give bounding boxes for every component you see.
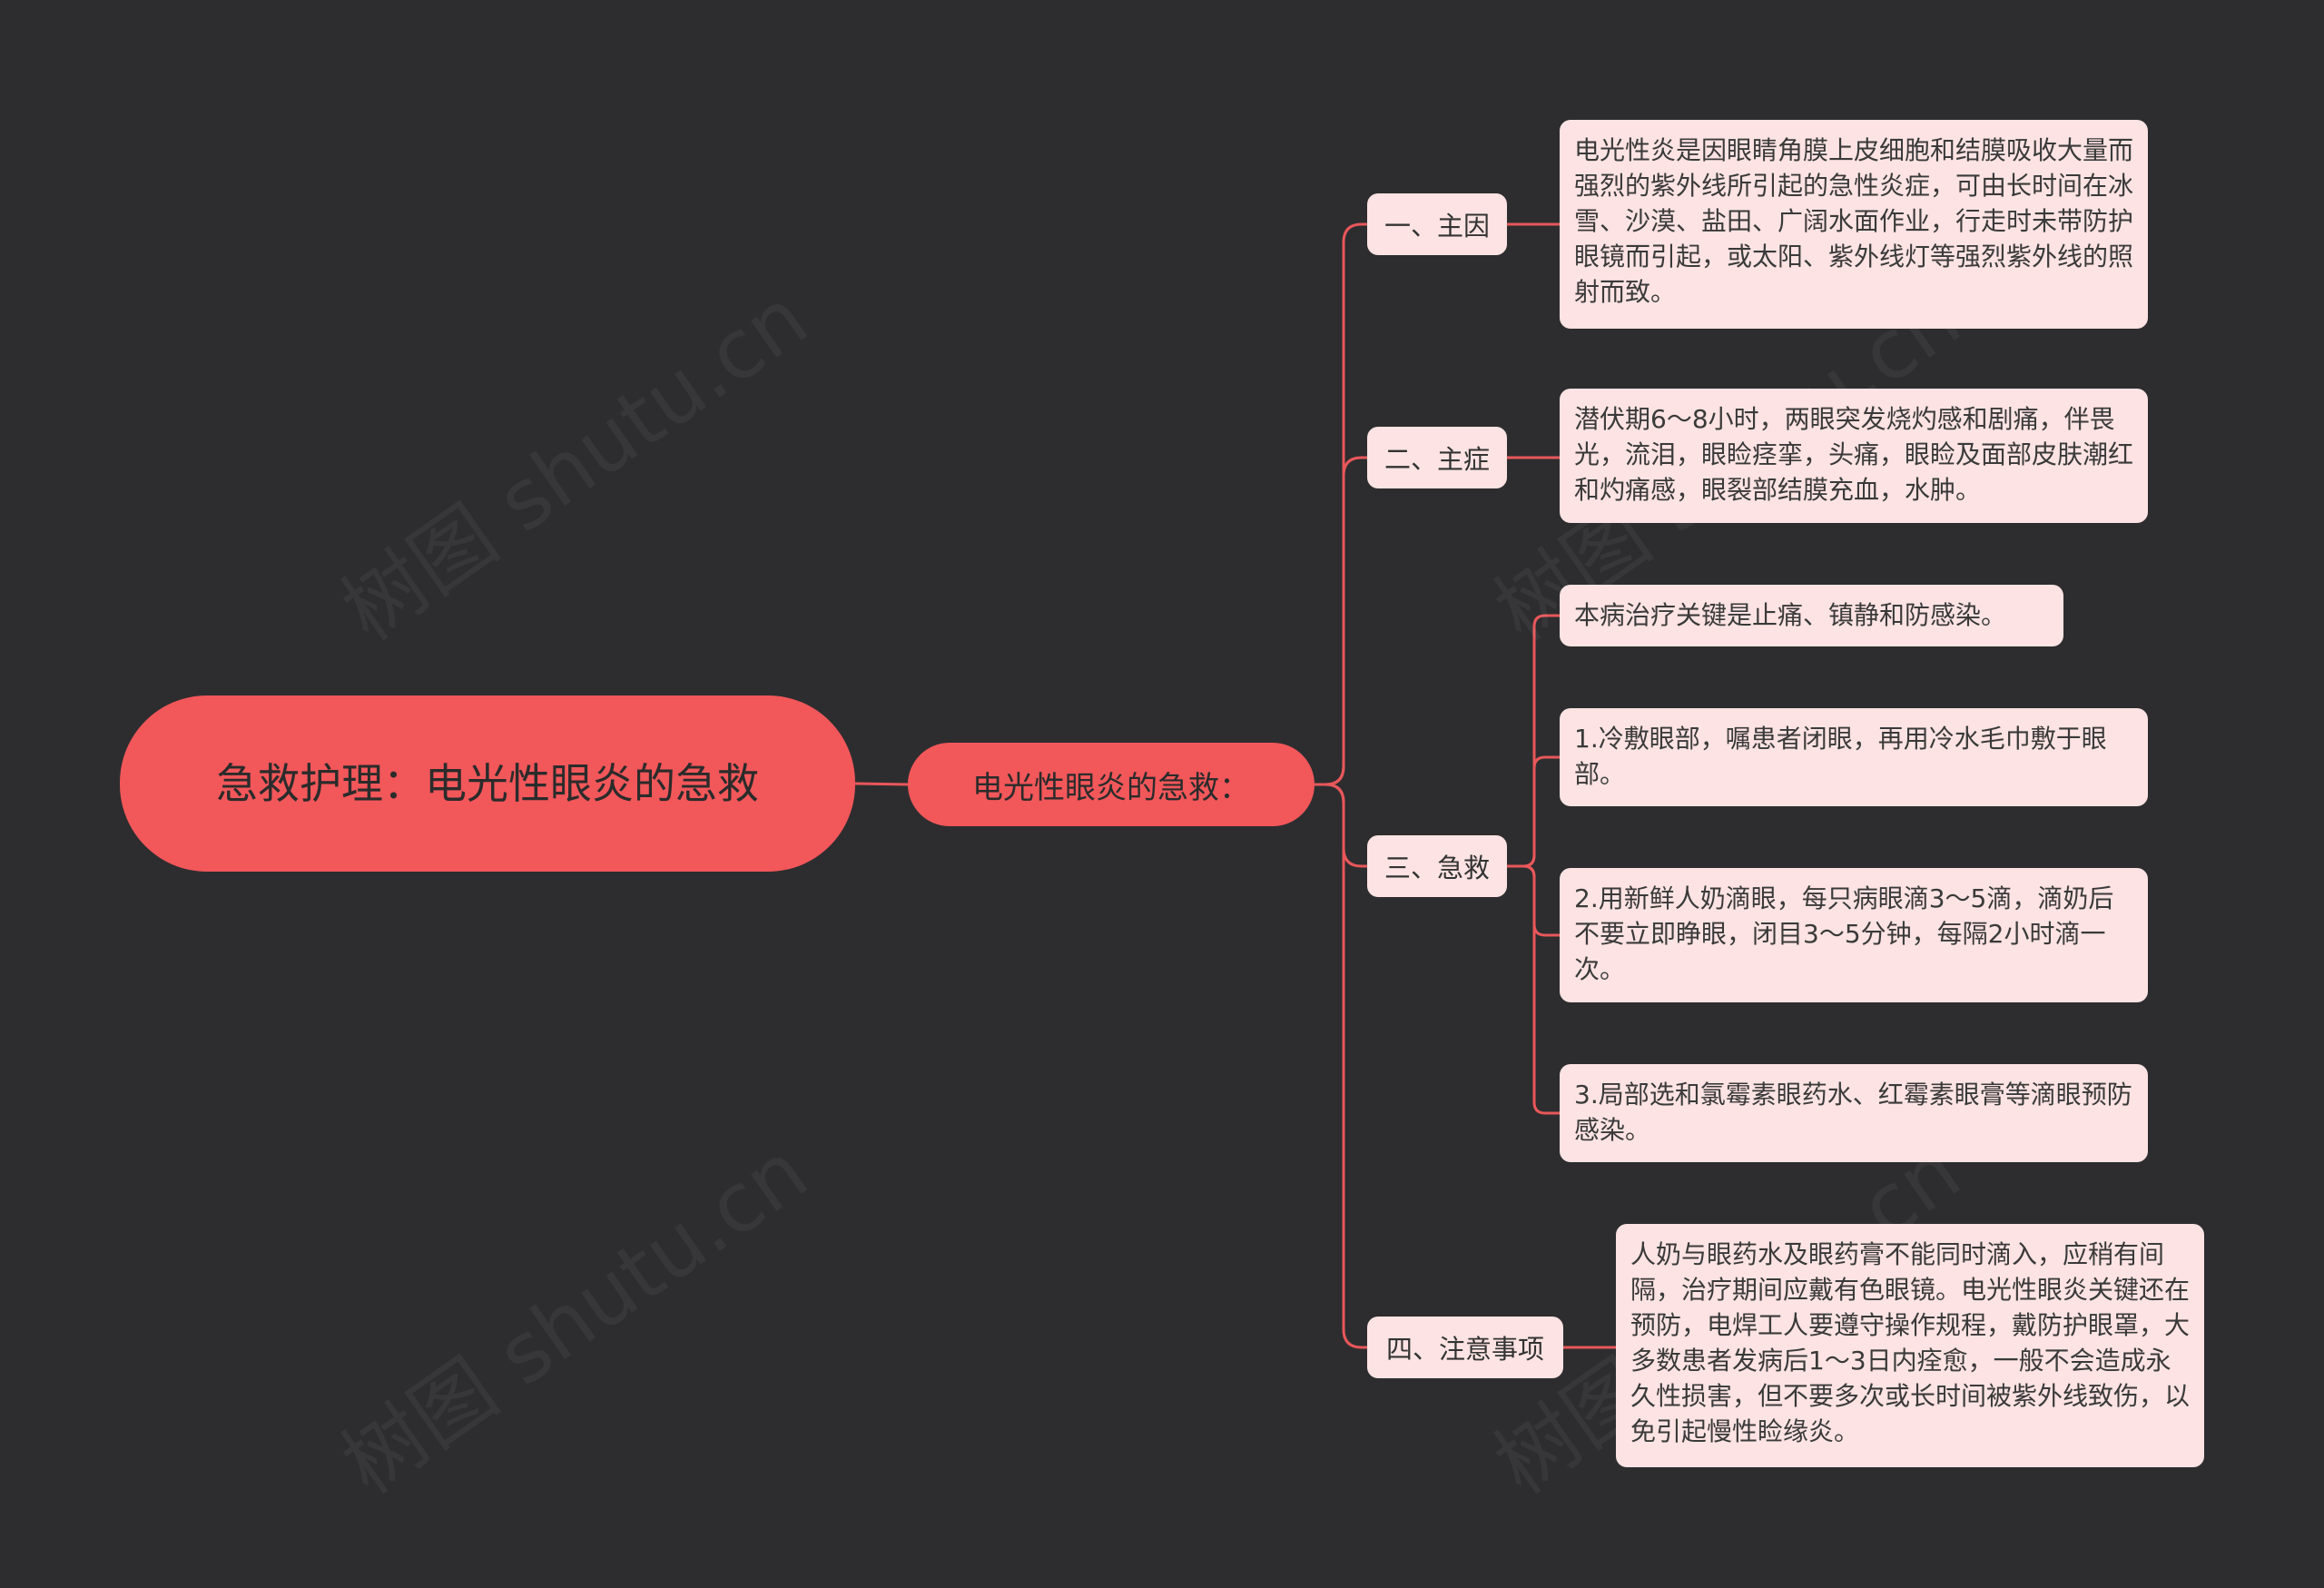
branch-precautions[interactable]: 四、注意事项 bbox=[1367, 1317, 1563, 1378]
link-hub-branch-2 bbox=[1315, 783, 1367, 868]
link-hub-branch-3 bbox=[1315, 783, 1367, 1349]
branch-main-cause[interactable]: 一、主因 bbox=[1367, 193, 1507, 255]
leaf-first-aid-step-2[interactable]: 2.用新鲜人奶滴眼，每只病眼滴3～5滴，滴奶后不要立即睁眼，闭目3～5分钟，每隔… bbox=[1560, 868, 2148, 1002]
branch-symptoms[interactable]: 二、主症 bbox=[1367, 427, 1507, 488]
branch-first-aid[interactable]: 三、急救 bbox=[1367, 835, 1507, 897]
branch-label: 四、注意事项 bbox=[1385, 1334, 1544, 1365]
link-hub-branch-0 bbox=[1315, 222, 1367, 786]
leaf-first-aid-key[interactable]: 本病治疗关键是止痛、镇静和防感染。 bbox=[1560, 585, 2063, 646]
leaf-first-aid-step-1[interactable]: 1.冷敷眼部，嘱患者闭眼，再用冷水毛巾敷于眼部。 bbox=[1560, 708, 2148, 806]
branch-label: 一、主因 bbox=[1384, 211, 1490, 242]
link-branch-leaf-2-3 bbox=[1507, 864, 1560, 1115]
branch-label: 三、急救 bbox=[1384, 853, 1490, 883]
root-topic[interactable]: 急救护理：电光性眼炎的急救 bbox=[120, 695, 855, 872]
leaf-main-cause-text[interactable]: 电光性炎是因眼睛角膜上皮细胞和结膜吸收大量而强烈的紫外线所引起的急性炎症，可由长… bbox=[1560, 120, 2148, 329]
branch-label: 二、主症 bbox=[1384, 444, 1490, 475]
leaf-symptoms-text[interactable]: 潜伏期6～8小时，两眼突发烧灼感和剧痛，伴畏光，流泪，眼睑痉挛，头痛，眼睑及面部… bbox=[1560, 389, 2148, 523]
link-hub-branch-1 bbox=[1315, 456, 1367, 786]
leaf-first-aid-step-3[interactable]: 3.局部选和氯霉素眼药水、红霉素眼膏等滴眼预防感染。 bbox=[1560, 1064, 2148, 1162]
hub-topic[interactable]: 电光性眼炎的急救： bbox=[908, 743, 1315, 826]
link-branch-leaf-2-1 bbox=[1507, 755, 1560, 868]
leaf-precautions-text[interactable]: 人奶与眼药水及眼药膏不能同时滴入，应稍有间隔，治疗期间应戴有色眼镜。电光性眼炎关… bbox=[1616, 1224, 2204, 1467]
root-topic-label: 急救护理：电光性眼炎的急救 bbox=[216, 759, 759, 808]
hub-topic-label: 电光性眼炎的急救： bbox=[972, 769, 1250, 806]
